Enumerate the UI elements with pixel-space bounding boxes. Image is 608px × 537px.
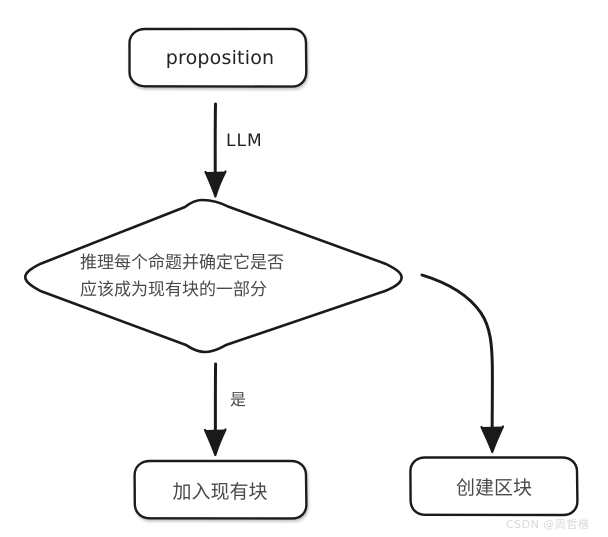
edge-decision-to-create: [420, 273, 505, 454]
arrowhead: [204, 170, 227, 198]
arrowhead: [203, 428, 227, 457]
node-join-existing-block[interactable]: [133, 459, 308, 520]
node-create-block[interactable]: [409, 456, 579, 517]
join-block-box-outline: [133, 459, 308, 520]
edge-decision-to-join: [203, 362, 227, 457]
proposition-box-outline: [128, 27, 308, 88]
decision-diamond-outline: [24, 198, 403, 354]
node-decision[interactable]: [24, 198, 403, 354]
watermark: CSDN @周哲楷: [506, 518, 590, 531]
arrow-shaft: [420, 273, 494, 444]
edge-proposition-to-decision: [204, 102, 227, 198]
node-proposition[interactable]: [128, 27, 308, 88]
create-block-box-outline: [409, 456, 579, 517]
arrowhead: [480, 425, 505, 454]
